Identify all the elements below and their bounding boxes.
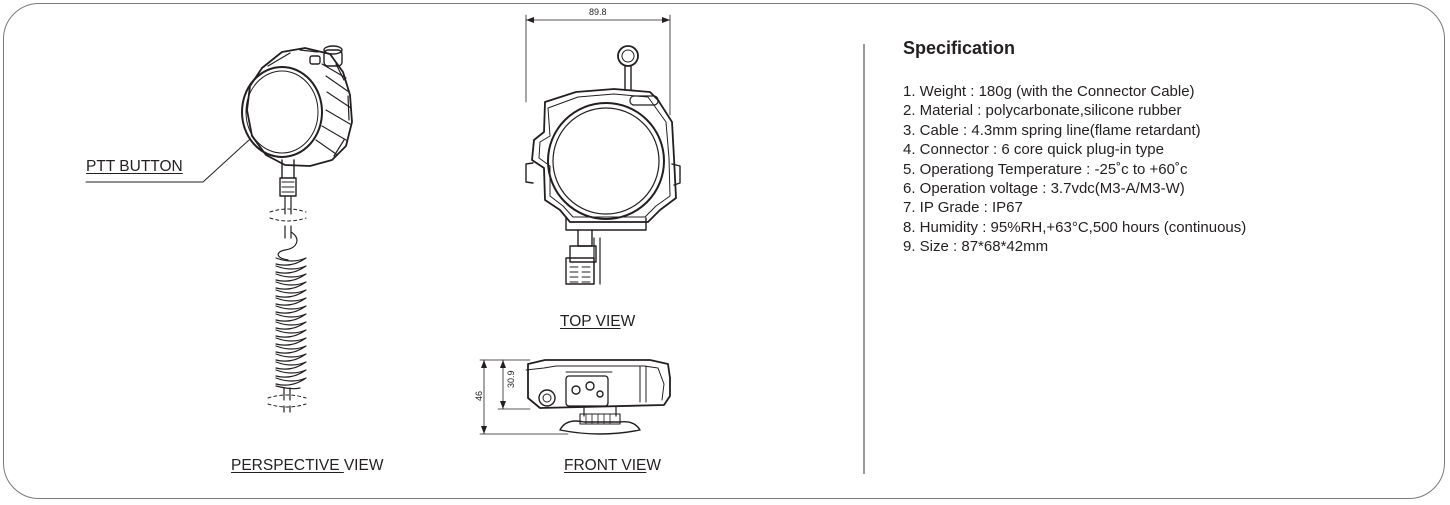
spec-item: 3. Cable : 4.3mm spring line(flame retar… (903, 121, 1201, 139)
coiled-cable (267, 231, 307, 413)
perspective-view-caption-underlined: PERSPECTIVE (231, 457, 344, 474)
perspective-view-caption: PERSPECTIVE VIEW (231, 457, 383, 475)
perspective-view-caption-rest: VIEW (343, 457, 384, 474)
specification-title: Specification (903, 38, 1016, 58)
spec-item: 4. Connector : 6 core quick plug-in type (903, 141, 1164, 159)
specification-panel: Specification 1. Weight : 180g (with the… (903, 38, 1423, 257)
spec-item: 8. Humidity : 95%RH,+63°C,500 hours (con… (903, 218, 1247, 236)
section-divider (863, 44, 865, 474)
spec-item: 6. Operation voltage : 3.7vdc(M3-A/M3-W) (903, 180, 1185, 198)
perspective-view-device (241, 45, 353, 239)
specification-list: 1. Weight : 180g (with the Connector Cab… (903, 82, 1423, 257)
front-view-caption: FRONT VIEW (564, 457, 661, 475)
top-view-caption-rest: W (620, 313, 636, 330)
spec-item: 7. IP Grade : IP67 (903, 199, 1023, 217)
front-view-caption-underlined: FRONT VIE (564, 457, 647, 474)
front-view-device (479, 359, 671, 435)
spec-item: 1. Weight : 180g (with the Connector Cab… (903, 83, 1195, 100)
ptt-leader-line (85, 139, 250, 183)
top-view-caption: TOP VIEW (560, 313, 635, 331)
spec-item: 5. Operationg Temperature : -25˚c to +60… (903, 160, 1188, 178)
ptt-button-label: PTT BUTTON (86, 158, 183, 175)
top-view-device (525, 14, 681, 285)
total-height-dimension-label: 46 (474, 391, 484, 401)
spec-item: 9. Size : 87*68*42mm (903, 238, 1049, 256)
body-height-dimension-label: 30.9 (506, 370, 516, 388)
front-view-caption-rest: W (646, 457, 662, 474)
width-dimension-label: 89.8 (589, 7, 607, 17)
top-view-caption-underlined: TOP VIE (560, 313, 621, 330)
spec-item: 2. Material : polycarbonate,silicone rub… (903, 102, 1182, 120)
outer-frame (3, 3, 1445, 499)
